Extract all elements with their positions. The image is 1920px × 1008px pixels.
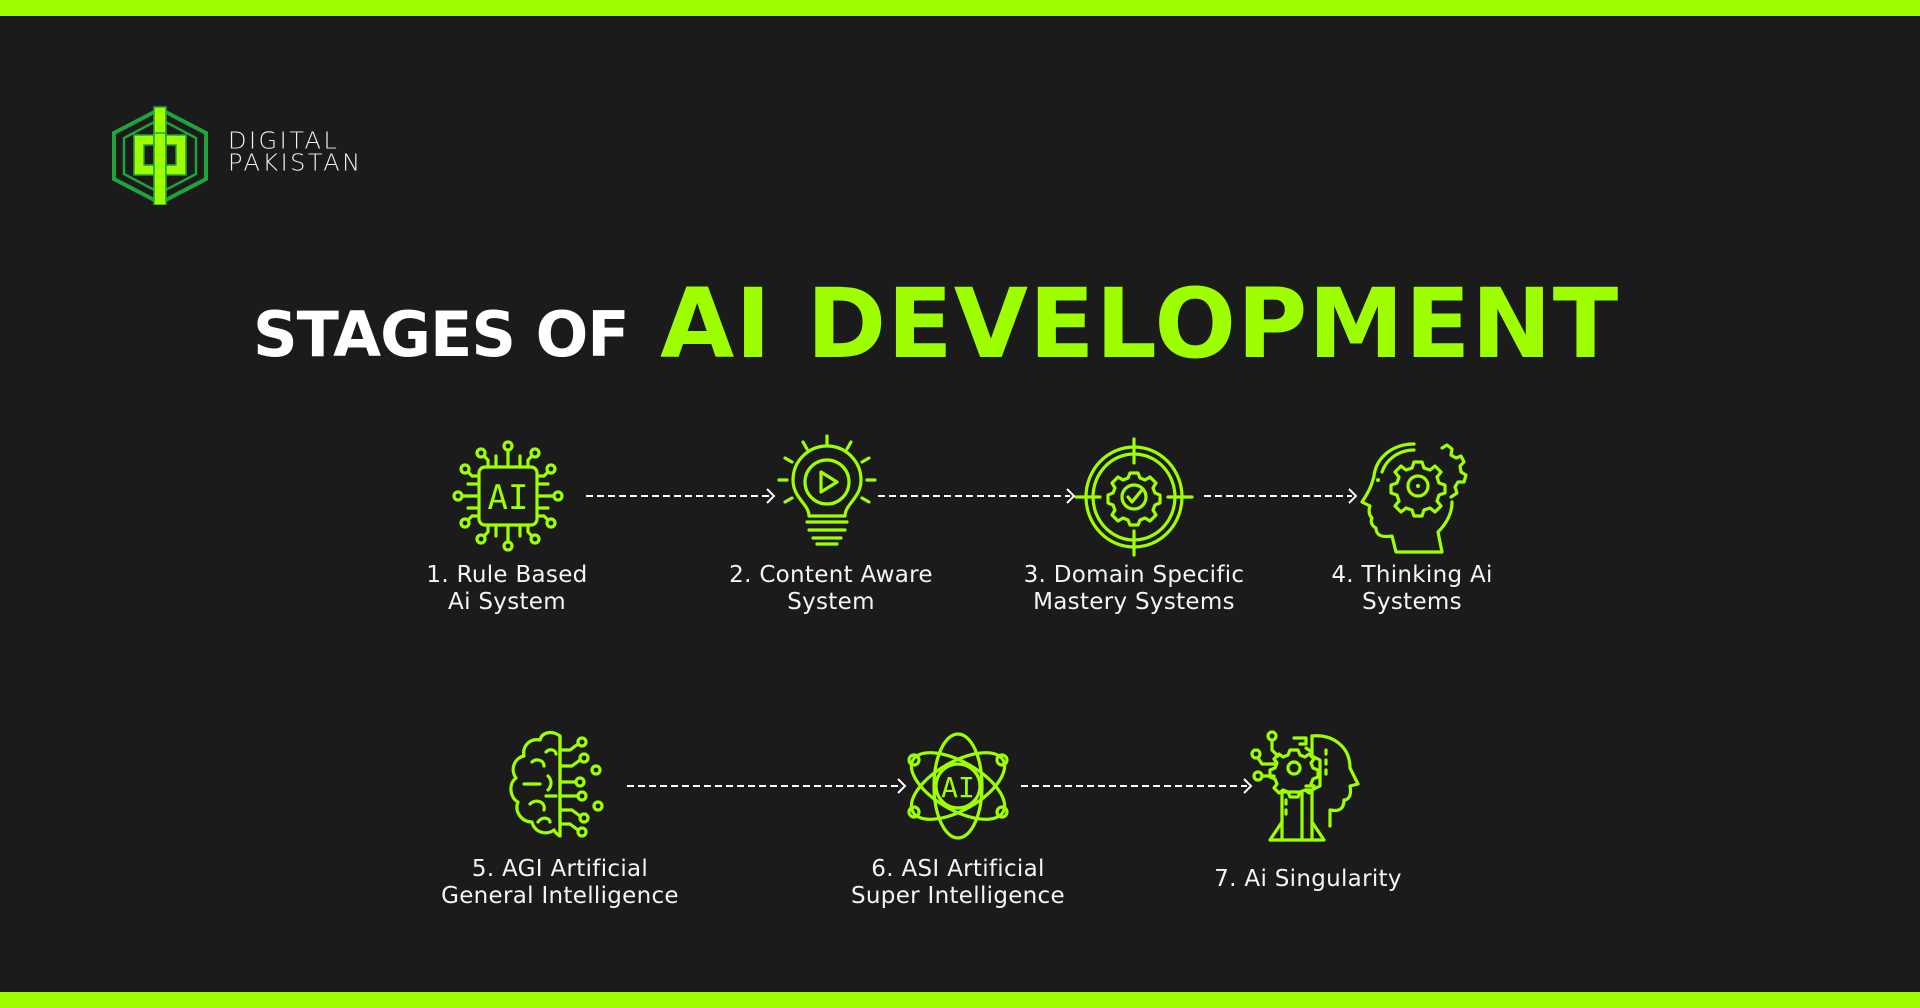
arrow-1-to-2: [586, 486, 778, 506]
arrow-6-to-7: [1021, 776, 1255, 796]
arrow-3-to-4: [1204, 486, 1360, 506]
lightbulb-play-icon: [767, 432, 887, 552]
arrow-5-to-6: [627, 776, 909, 796]
title-highlight: AI DEVELOPMENT: [660, 268, 1620, 380]
robot-human-head-icon: [1250, 726, 1370, 846]
circuit-brain-icon: [500, 726, 620, 846]
target-gear-check-icon: [1074, 437, 1194, 557]
title-prefix: STAGES OF: [253, 298, 630, 371]
head-gears-icon: [1352, 436, 1472, 556]
dp-hexagon-logo-icon: [112, 106, 208, 206]
brand-line-2: PAKISTAN: [228, 149, 363, 177]
svg-text:AI: AI: [941, 771, 975, 804]
bottom-accent-bar: [0, 992, 1920, 1008]
svg-text:AI: AI: [488, 478, 529, 518]
ai-chip-icon: AI: [448, 436, 568, 556]
brand-name: DIGITAL PAKISTAN: [228, 127, 363, 177]
atom-ai-icon: AI: [898, 726, 1018, 846]
digital-pakistan-logo: [106, 105, 214, 206]
top-accent-bar: [0, 0, 1920, 16]
brand-line-1: DIGITAL: [228, 127, 340, 155]
arrow-2-to-3: [878, 486, 1078, 506]
stage-7-label: 7. Ai Singularity: [1214, 866, 1402, 892]
